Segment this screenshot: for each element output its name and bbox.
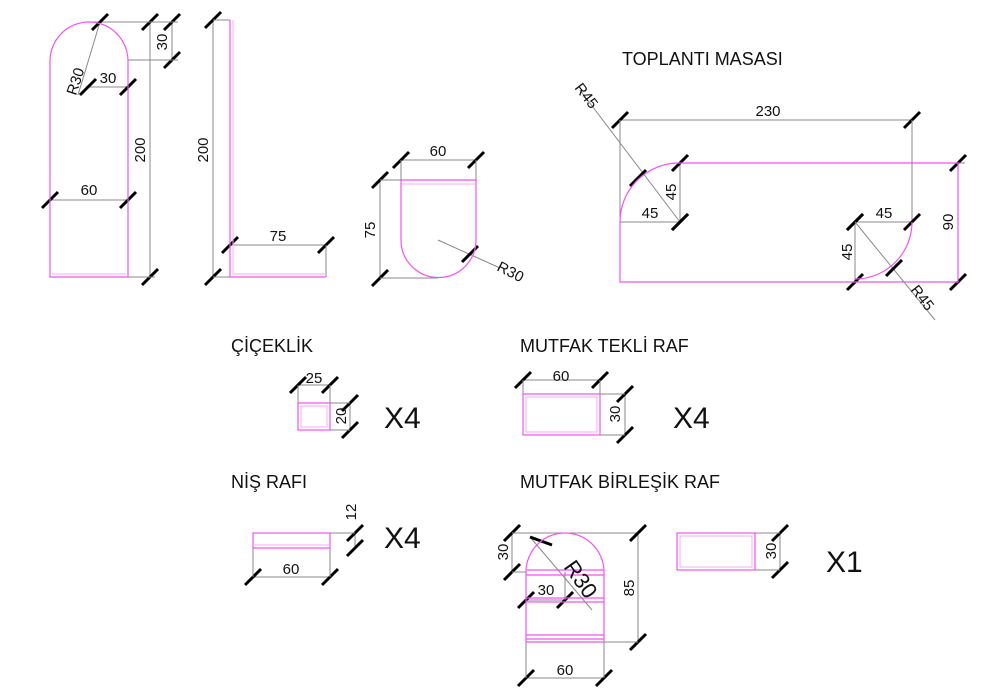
dimension-tick: [78, 77, 98, 97]
kitchen-single-shelf: MUTFAK TEKLİ RAF 60 30 X4: [520, 336, 710, 436]
planter-width-label: 25: [306, 370, 323, 387]
niche-shelf-title: NİŞ RAFI: [231, 472, 307, 492]
niche-shelf: NİŞ RAFI 60 12 X4: [231, 472, 421, 578]
kitchen-side-shelf-height-label: 30: [763, 543, 780, 560]
kitchen-combined-shelf-height-label: 85: [621, 580, 638, 597]
dimension-tick: [884, 258, 904, 278]
dimension-lines: [40, 10, 968, 688]
meeting-table-length-label: 230: [755, 103, 780, 120]
dimension-tick: [670, 212, 690, 232]
kitchen-side-shelf-outline: [676, 532, 756, 571]
kitchen-single-shelf-quantity: X4: [673, 402, 710, 435]
u-shelf-width-label: 60: [430, 143, 447, 160]
l-bracket-outline: [229, 20, 326, 278]
kitchen-combined-shelf-width-label: 60: [557, 662, 574, 679]
meeting-table: TOPLANTI MASASI 230 90 R45 45 45 45 45 R…: [571, 49, 959, 314]
niche-shelf-quantity: X4: [384, 522, 421, 555]
radius-line: [579, 89, 681, 223]
kitchen-combined-shelf-title: MUTFAK BİRLEŞİK RAF: [520, 472, 720, 492]
meeting-table-left-h-label: 45: [642, 205, 659, 222]
meeting-table-title: TOPLANTI MASASI: [622, 49, 783, 69]
kitchen-single-shelf-width-label: 60: [553, 368, 570, 385]
meeting-table-right-v-label: 45: [839, 244, 856, 261]
l-bracket-depth-label: 75: [270, 228, 287, 245]
planter-quantity: X4: [384, 402, 421, 435]
planter-outline: [297, 402, 331, 431]
meeting-table-corner-arc: [854, 221, 913, 280]
meeting-table-left-v-label: 45: [663, 184, 680, 201]
kitchen-combined-shelf-outline: [525, 532, 605, 643]
dimension-tick: [90, 12, 110, 32]
kitchen-single-shelf-inner: [525, 396, 598, 433]
meeting-table-outline: [619, 162, 959, 283]
meeting-table-radius-right-label: R45: [907, 282, 937, 314]
l-bracket-inner: [232, 20, 326, 275]
planter-inner: [300, 405, 328, 428]
kitchen-combined-shelf-arc-height-label: 30: [495, 544, 512, 561]
kitchen-single-shelf-outline: [522, 393, 601, 436]
meeting-table-radius-left-label: R45: [571, 80, 601, 112]
kitchen-single-shelf-height-label: 30: [607, 406, 624, 423]
kitchen-side-shelf-inner: [679, 535, 753, 568]
kitchen-combined-shelf: MUTFAK BİRLEŞİK RAF 30 30 R30 85 60 30 X…: [495, 472, 863, 679]
niche-shelf-outline: [252, 532, 331, 549]
radius-line: [854, 221, 936, 321]
l-bracket: 200 75: [195, 20, 326, 278]
niche-shelf-width-label: 60: [283, 561, 300, 578]
kitchen-single-shelf-title: MUTFAK TEKLİ RAF: [520, 336, 689, 356]
u-shelf-outline: [400, 179, 477, 279]
kitchen-combined-shelf-bands: [526, 569, 604, 640]
arch-panel-arc-height-label: 30: [154, 34, 171, 51]
l-bracket-height-label: 200: [195, 137, 212, 162]
planter: ÇİÇEKLİK 25 20 X4: [231, 336, 421, 435]
dimension-tick: [628, 523, 648, 543]
arch-panel-height-label: 200: [132, 137, 149, 162]
kitchen-combined-shelf-quantity: X1: [826, 546, 863, 579]
u-shelf-radius-label: R30: [494, 258, 526, 286]
radius-line: [77, 21, 101, 96]
dimension-tick: [628, 168, 648, 188]
arch-panel-width-label: 60: [81, 182, 98, 199]
arch-panel-half-width-label: 30: [100, 70, 117, 87]
arch-panel-radius-label: R30: [64, 66, 89, 97]
niche-shelf-height-label: 12: [343, 504, 360, 521]
planter-title: ÇİÇEKLİK: [231, 336, 313, 356]
planter-height-label: 20: [333, 408, 350, 425]
u-shelf: 60 75 R30: [362, 143, 526, 286]
u-shelf-depth-label: 75: [362, 222, 379, 239]
arch-panel-outline: [49, 21, 129, 278]
meeting-table-width-label: 90: [940, 214, 957, 231]
dimension-tick: [345, 538, 365, 558]
meeting-table-right-h-label: 45: [876, 205, 893, 222]
kitchen-combined-shelf-half-width-label: 30: [538, 582, 555, 599]
